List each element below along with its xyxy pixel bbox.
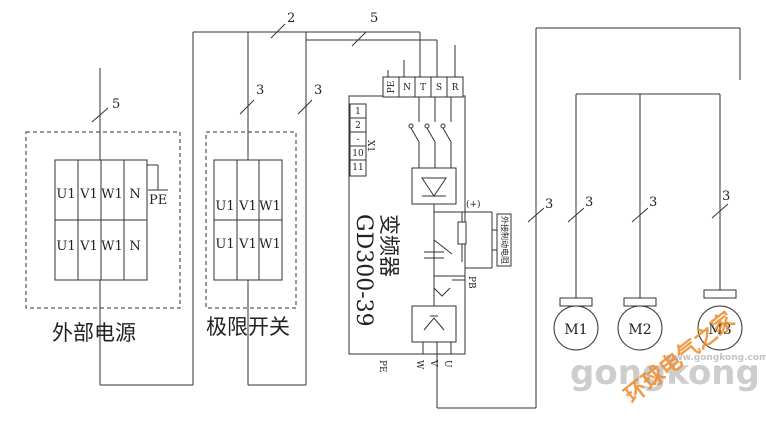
- x1-terminals: 1 2 - 10 11: [352, 107, 364, 173]
- pb-label: PB: [466, 276, 476, 289]
- limit-terminal-u1-top: U1: [215, 199, 234, 214]
- power-terminal-v1-bottom: V1: [79, 239, 98, 254]
- power-terminal-w1-top: W1: [101, 187, 123, 202]
- power-supply-block: [25, 68, 181, 385]
- motor-m3-label: M3: [708, 322, 731, 338]
- wire-count-limit-left: 3: [256, 83, 264, 98]
- limit-caption: 极限开关: [206, 315, 290, 339]
- power-terminal-u1-bottom: U1: [56, 239, 75, 254]
- limit-terminal-v1-bottom: V1: [238, 237, 257, 252]
- wire-count-m1: 3: [585, 195, 593, 210]
- power-terminal-n-bottom: N: [129, 239, 140, 254]
- inverter-name: 变频器: [377, 214, 401, 277]
- terminal-u: U: [442, 360, 452, 368]
- brake-resistor-label: 外接制动电阻: [500, 216, 510, 264]
- x1-terminal-11: 11: [352, 163, 363, 173]
- power-terminal-n-top: N: [129, 187, 140, 202]
- motor-m2-label: M2: [628, 322, 651, 338]
- motor-m1-label: M1: [564, 322, 587, 338]
- x1-terminal-10: 10: [352, 149, 364, 159]
- inverter-model: GD300-39: [351, 214, 376, 327]
- wire-count-m3: 3: [722, 189, 730, 204]
- pe-label: PE: [149, 193, 167, 208]
- wire-count-limit-right: 3: [314, 83, 322, 98]
- inverter-block: [348, 45, 536, 409]
- wire-count-supply: 5: [112, 97, 120, 112]
- wire-count-m2: 3: [649, 195, 657, 210]
- wire-count-top-1: 2: [287, 11, 295, 26]
- x1-terminal-dash: -: [356, 135, 359, 145]
- terminal-s: S: [436, 83, 442, 93]
- watermark-site: www.gongkong.com: [666, 353, 766, 363]
- limit-switch-block: [205, 99, 313, 309]
- motor-m1: M1: [553, 297, 599, 351]
- x1-label: X1: [365, 140, 375, 152]
- terminal-r: R: [452, 83, 459, 93]
- power-terminal-w1-bottom: W1: [101, 239, 123, 254]
- power-caption: 外部电源: [52, 321, 136, 345]
- x1-terminal-1: 1: [355, 107, 361, 117]
- top-bus-wires: [100, 23, 438, 386]
- limit-bottom-row: U1 V1 W1: [215, 237, 280, 252]
- limit-terminal-u1-bottom: U1: [215, 237, 234, 252]
- motor-m2: M2: [617, 297, 663, 351]
- wire-count-motor-bus: 3: [545, 197, 553, 212]
- power-bottom-row: U1 V1 W1 N: [56, 239, 140, 254]
- inverter-bottom-terminals: PE W V U: [377, 359, 452, 373]
- inverter-top-terminals: PE N T S R: [387, 81, 459, 94]
- dc-plus-label: (+): [466, 199, 481, 210]
- limit-terminal-w1-top: W1: [259, 199, 281, 214]
- terminal-n: N: [403, 83, 411, 93]
- power-terminal-v1-top: V1: [79, 187, 98, 202]
- terminal-w: W: [414, 360, 424, 370]
- x1-terminal-2: 2: [355, 121, 361, 131]
- power-terminal-u1-top: U1: [56, 187, 75, 202]
- power-top-row: U1 V1 W1 N: [56, 187, 140, 202]
- terminal-t: T: [420, 83, 426, 93]
- terminal-v: V: [428, 359, 438, 367]
- limit-terminal-w1-bottom: W1: [259, 237, 281, 252]
- motor-bus-wires: [527, 27, 741, 408]
- wire-count-top-2: 5: [370, 11, 378, 26]
- limit-terminal-v1-top: V1: [238, 199, 257, 214]
- limit-top-row: U1 V1 W1: [215, 199, 280, 214]
- watermark-brand: gongkong: [570, 353, 760, 393]
- terminal-pe-top: PE: [387, 81, 397, 94]
- motor-m3: M3: [697, 289, 743, 351]
- terminal-pe-bottom: PE: [377, 360, 387, 373]
